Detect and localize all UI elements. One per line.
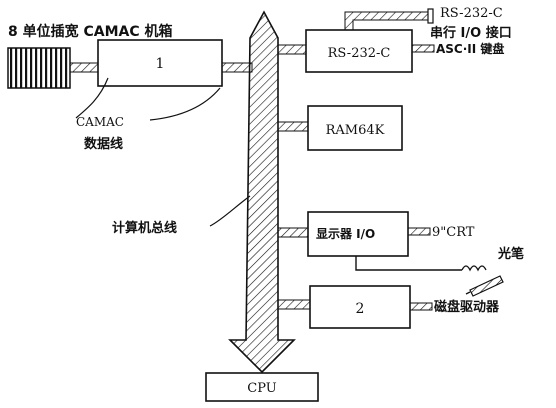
module-2-box: 2	[310, 286, 410, 328]
rs232-bus-link	[278, 45, 306, 54]
rs232-top-label: RS-232-C	[440, 6, 503, 21]
camac-line-label-2: 数据线	[84, 136, 123, 152]
rs232-box-label: RS-232-C	[328, 46, 391, 61]
module-1-box: 1	[98, 40, 222, 86]
module-2-bus-link	[278, 300, 310, 309]
light-pen-cable	[356, 256, 462, 270]
light-pen-label: 光笔	[497, 246, 524, 262]
disk-drive-label: 磁盘驱动器	[434, 299, 500, 315]
bus-callout-line	[210, 196, 250, 226]
module-2-label: 2	[356, 301, 365, 317]
chassis-title: 8 单位插宽 CAMAC 机箱	[8, 23, 173, 40]
display-io-box: 显示器 I/O	[308, 212, 408, 256]
cpu-box: CPU	[206, 373, 318, 401]
serial-io-label: 串行 I/O 接口	[430, 25, 512, 41]
ram-bus-link	[278, 122, 308, 131]
computer-bus-label: 计算机总线	[112, 220, 177, 236]
crt-label: 9"CRT	[432, 225, 475, 240]
disk-link	[410, 303, 432, 310]
cpu-label: CPU	[247, 381, 276, 396]
camac-line-label-1: CAMAC	[76, 115, 124, 129]
ram-box: RAM64K	[308, 106, 402, 150]
display-bus-link	[278, 228, 308, 237]
display-io-label: 显示器 I/O	[316, 227, 375, 241]
camac-link-left	[70, 63, 98, 72]
crt-link	[408, 228, 430, 235]
ascii-keyboard-label: ASC·II 键盘	[436, 41, 504, 56]
camac-crate	[8, 48, 70, 88]
light-pen-icon	[466, 276, 503, 296]
module-1-bus-link	[222, 63, 252, 72]
light-pen-coil	[462, 266, 486, 270]
serial-connector	[428, 9, 433, 23]
rs232-box: RS-232-C	[306, 30, 412, 72]
keyboard-link	[412, 45, 434, 52]
module-1-label: 1	[156, 56, 165, 72]
ram-box-label: RAM64K	[326, 123, 385, 138]
